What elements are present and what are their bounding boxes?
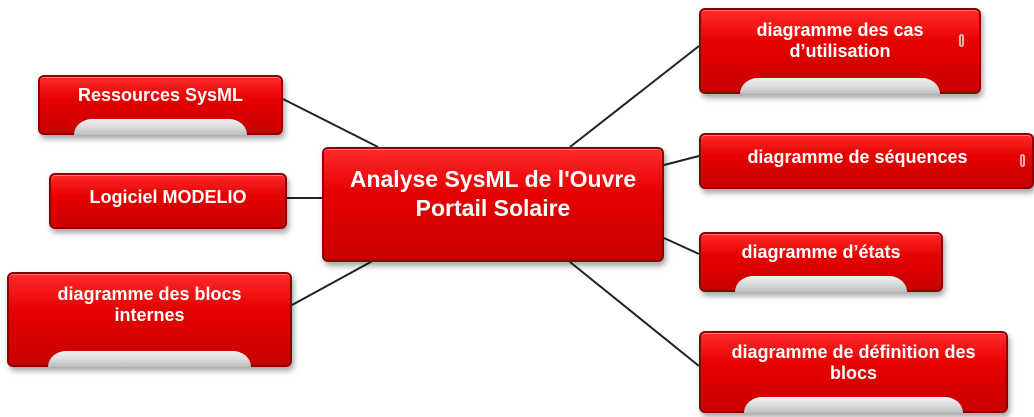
topic-label: Logiciel MODELIO [89,187,247,207]
topic-diagramme-etats[interactable]: diagramme d’états [699,232,943,292]
connector-blocs-internes [291,257,379,306]
topic-label: diagramme des blocs internes [57,284,242,325]
topic-label: diagramme de séquences [747,147,968,167]
topic-diagramme-sequences[interactable]: diagramme de séquences [699,133,1034,189]
central-topic[interactable]: Analyse SysML de l'Ouvre Portail Solaire [322,147,664,262]
connector-ressources [282,98,379,148]
topic-ressources-sysml[interactable]: Ressources SysML [38,75,283,135]
topic-diagramme-blocs-internes[interactable]: diagramme des blocs internes [7,272,292,367]
connector-definition-blocs [569,261,700,367]
topic-diagramme-cas-utilisation[interactable]: diagramme des cas d’utilisation [699,8,981,94]
paperclip-icon[interactable] [1020,154,1025,167]
connector-cas-utilisation [569,45,700,148]
topic-logiciel-modelio[interactable]: Logiciel MODELIO [49,173,287,229]
paperclip-icon[interactable] [959,34,964,47]
topic-label: diagramme de définition des blocs [731,342,976,383]
topic-label: diagramme des cas d’utilisation [756,20,924,61]
connector-etats [663,237,700,255]
topic-diagramme-definition-blocs[interactable]: diagramme de définition des blocs [699,331,1008,413]
connector-sequences [663,155,700,166]
topic-label: Ressources SysML [77,85,244,105]
central-topic-label: Analyse SysML de l'Ouvre Portail Solaire [349,166,637,221]
topic-label: diagramme d’états [741,242,901,262]
